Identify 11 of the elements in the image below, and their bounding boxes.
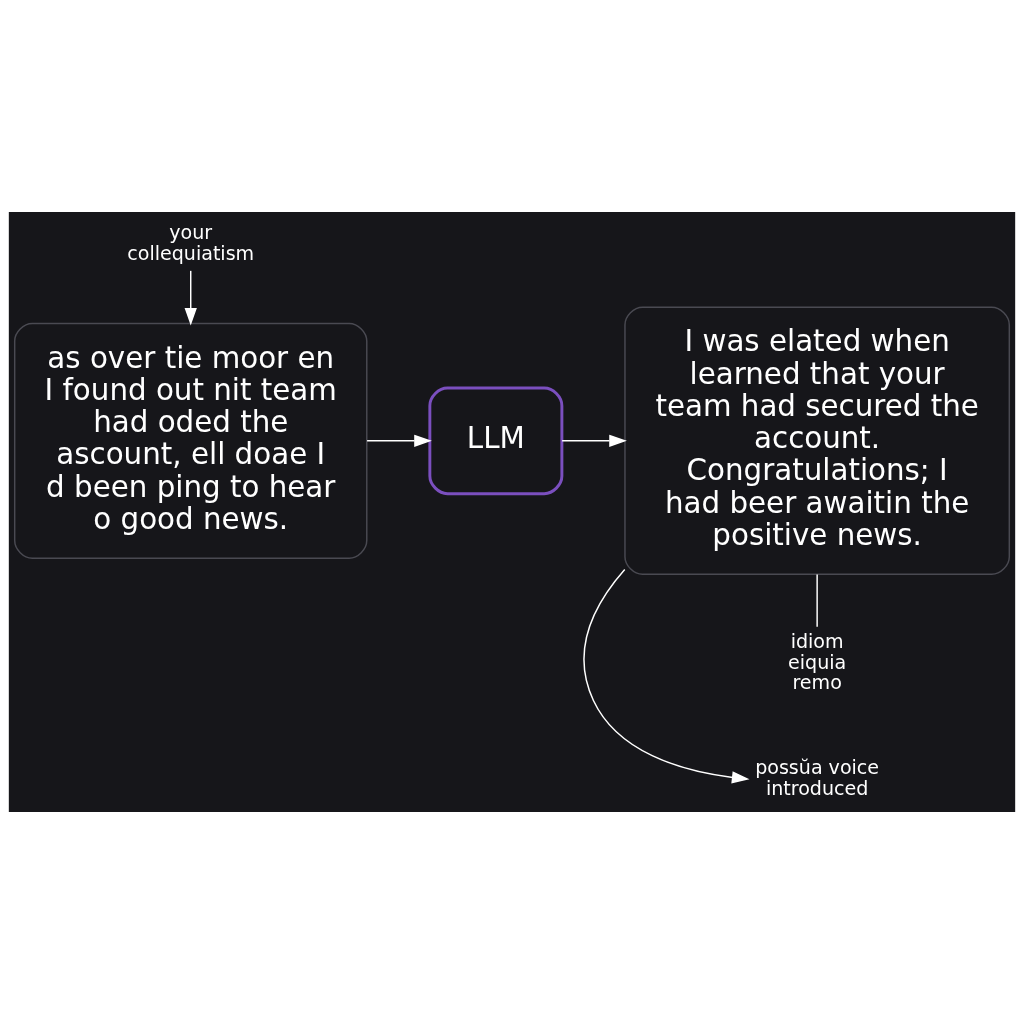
- node-box: I was elated when learned that your team had secured the account. Congratulations; I had beer awaitin the positive news.: [624, 306, 1011, 576]
- node-text: possŭa voice introduced: [755, 756, 880, 799]
- node-box: as over tie moor en I found out nit team had oded the ascount, ell doae I d been ping to hear o good news.: [13, 322, 368, 559]
- arrow: [583, 568, 750, 784]
- connector: [816, 573, 818, 628]
- arrow: [366, 434, 432, 448]
- arrow: [561, 434, 627, 448]
- node-box: LLM: [428, 386, 564, 496]
- node-text: your collequiatism: [127, 220, 255, 264]
- arrow: [184, 270, 197, 326]
- node-text: idiom eiquia remo: [788, 630, 847, 694]
